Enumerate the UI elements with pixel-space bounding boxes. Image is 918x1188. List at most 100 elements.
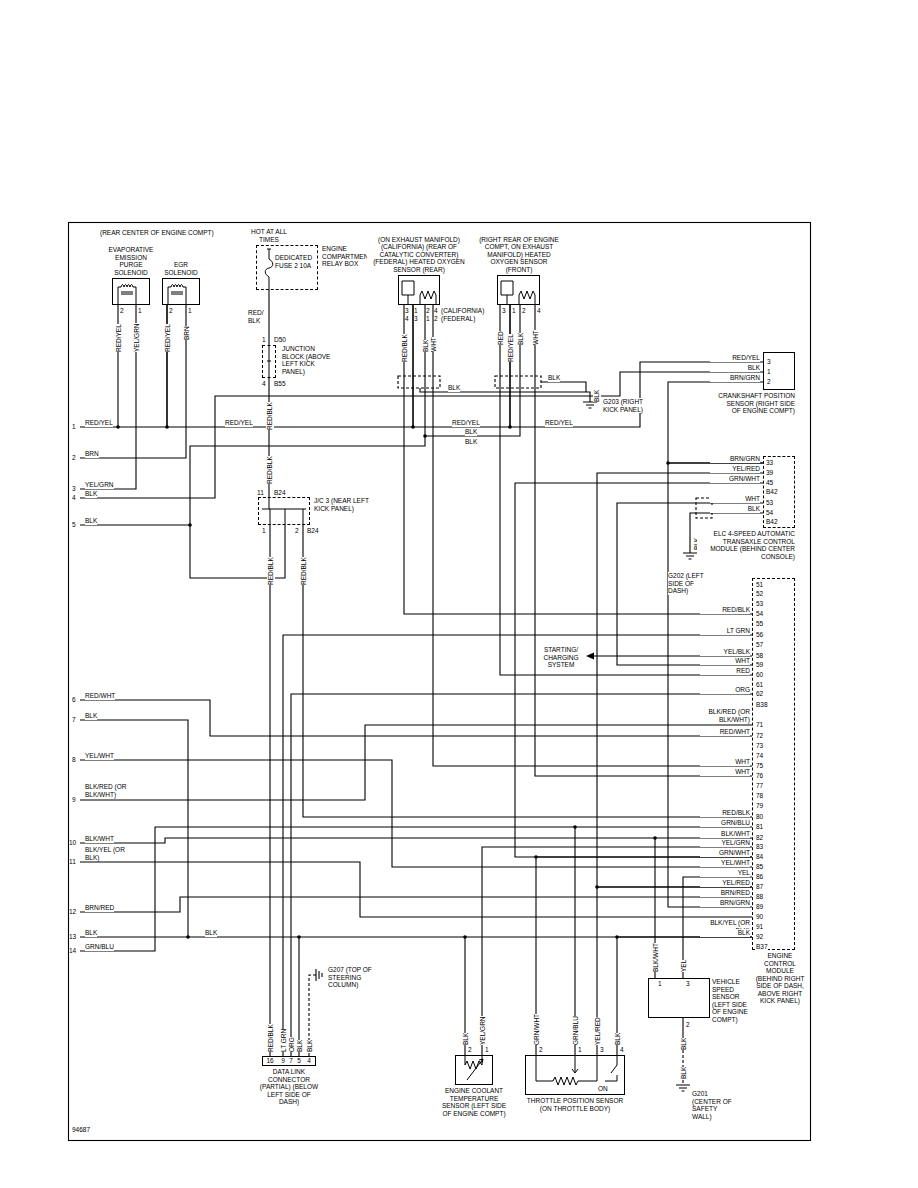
pin-number: 86 <box>756 873 763 881</box>
label-anchor: 3 <box>767 358 771 366</box>
label-anchor: 3 <box>502 307 506 315</box>
pin-number: 5 <box>295 1057 303 1065</box>
label-anchor: YEL/GRN <box>700 839 750 847</box>
wire <box>541 382 586 392</box>
callout-text: RED <box>497 331 505 345</box>
callout-text: (REAR CENTER OF ENGINE COMPT) <box>100 229 214 237</box>
pin-number: 2 <box>539 1046 543 1054</box>
label-anchor: LT GRN <box>280 1029 288 1052</box>
label-anchor: RED/YEL <box>85 419 113 427</box>
component-symbol <box>455 1055 493 1085</box>
pin-number: 8 <box>72 756 76 764</box>
pin-number: 62 <box>756 690 763 698</box>
component-label: ELC 4-SPEED AUTOMATIC TRANSAXLE CONTROL … <box>697 530 795 560</box>
pin-number: 2 <box>686 1021 690 1029</box>
label-anchor: 2 <box>434 315 438 323</box>
pin-number: B38 <box>756 701 768 709</box>
callout-text: STARTING/ CHARGING SYSTEM <box>538 646 584 669</box>
label-anchor: 78 <box>756 792 763 800</box>
label-anchor: YEL/BLK <box>700 648 750 656</box>
pin-number: 90 <box>756 913 763 921</box>
component-symbol <box>258 497 310 525</box>
solenoid: EVAPORATIVE EMISSION PURGE SOLENOID <box>112 246 150 305</box>
pin-number: 1 <box>578 1046 582 1054</box>
label-anchor: G207 (TOP OF STEERING COLUMN) <box>328 966 384 989</box>
label-anchor: BLK <box>517 333 525 345</box>
pin-number: 84 <box>756 853 763 861</box>
callout-text: BLK <box>710 505 760 513</box>
label-anchor: 1 <box>426 315 430 323</box>
label-anchor: 4 <box>72 494 76 502</box>
label-anchor: BLK/WHT <box>652 943 660 972</box>
label-anchor: YEL/RED <box>700 879 750 887</box>
callout-text: YEL <box>680 960 688 972</box>
junction-block: JUNCTION BLOCK (ABOVE LEFT KICK PANEL) <box>262 345 338 378</box>
label-anchor: B42 <box>766 488 778 496</box>
label-anchor: RED/BLK <box>401 334 409 362</box>
pin-number: 51 <box>756 581 763 589</box>
label-anchor: GRN/WHT <box>533 1014 541 1045</box>
pin-number: 9 <box>72 796 76 804</box>
wire <box>80 936 465 937</box>
label-anchor: RED/YEL <box>545 419 573 427</box>
label-anchor: 2 <box>72 454 76 462</box>
callout-text: YEL/BLK <box>700 648 750 656</box>
pin-number: 77 <box>756 782 763 790</box>
pin-number: 3 <box>686 980 690 988</box>
label-anchor: (CALIFORNIA) <box>441 307 484 315</box>
wire <box>167 305 413 427</box>
callout-text: BLK <box>296 1040 304 1052</box>
pin-number: 13 <box>69 933 76 941</box>
pin-number: 2 <box>468 1046 472 1054</box>
component-label: DATA LINK CONNECTOR (PARTIAL) (BELOW LEF… <box>258 1068 320 1106</box>
label-anchor: WHT <box>700 758 750 766</box>
callout-text: BRN <box>85 450 99 458</box>
label-anchor: 1 <box>767 368 771 376</box>
pin-number: 3 <box>72 485 76 493</box>
callout-text: RED/YEL <box>507 334 515 362</box>
callout-text: YEL/RED <box>594 1017 602 1045</box>
pin-number: 33 <box>766 459 773 467</box>
outline-box <box>497 275 540 305</box>
callout-text: BRN/GRN <box>700 899 750 907</box>
pin-number: 11 <box>69 858 76 866</box>
pin-number: 39 <box>766 469 773 477</box>
label-anchor: 2 <box>295 527 299 535</box>
label-anchor: BLK <box>85 490 97 498</box>
pin-number: 16 <box>266 1057 274 1065</box>
ground-label: G201 (CENTER OF SAFETY WALL) <box>692 1090 738 1120</box>
callout-text: ORG <box>288 1037 296 1052</box>
callout-text: BLK <box>465 438 477 446</box>
wire <box>80 838 655 843</box>
pin-number: 3 <box>767 358 771 366</box>
pin-number: 83 <box>756 843 763 851</box>
ground-label: G202 (LEFT SIDE OF DASH) <box>668 572 712 595</box>
pin-number: 2 <box>295 527 299 535</box>
label-anchor: 54 <box>756 610 763 618</box>
pin-number: 54 <box>766 509 773 517</box>
label-anchor: 39 <box>766 469 773 477</box>
label-anchor: 9 <box>279 1057 287 1065</box>
callout-text: BLK <box>593 390 601 402</box>
pin-number: 2 <box>72 454 76 462</box>
callout-text: ORG <box>700 686 750 694</box>
pin-number: 56 <box>756 631 763 639</box>
label-anchor: BLK <box>422 340 430 352</box>
label-anchor: BLK/WHT <box>700 830 750 838</box>
label-anchor: BLK <box>462 1033 470 1045</box>
label-anchor: WHT <box>430 337 438 352</box>
label-anchor: 3 <box>414 315 418 323</box>
label-anchor: 59 <box>756 661 763 669</box>
label-anchor: 4 <box>262 380 266 388</box>
label-anchor: G201 (CENTER OF SAFETY WALL) <box>692 1090 738 1120</box>
callout-text: BLK <box>306 1040 314 1052</box>
label-anchor: RED/BLK <box>266 402 274 430</box>
pin-number: B24 <box>307 527 319 535</box>
label-anchor: BRN <box>183 326 191 340</box>
wire <box>80 700 752 736</box>
wire <box>80 372 763 498</box>
callout-text: BLK <box>422 340 430 352</box>
label-anchor: STARTING/ CHARGING SYSTEM <box>538 646 584 669</box>
label-anchor: 6 <box>72 696 76 704</box>
label-anchor: BLK/YEL (OR BLK) <box>85 846 129 861</box>
